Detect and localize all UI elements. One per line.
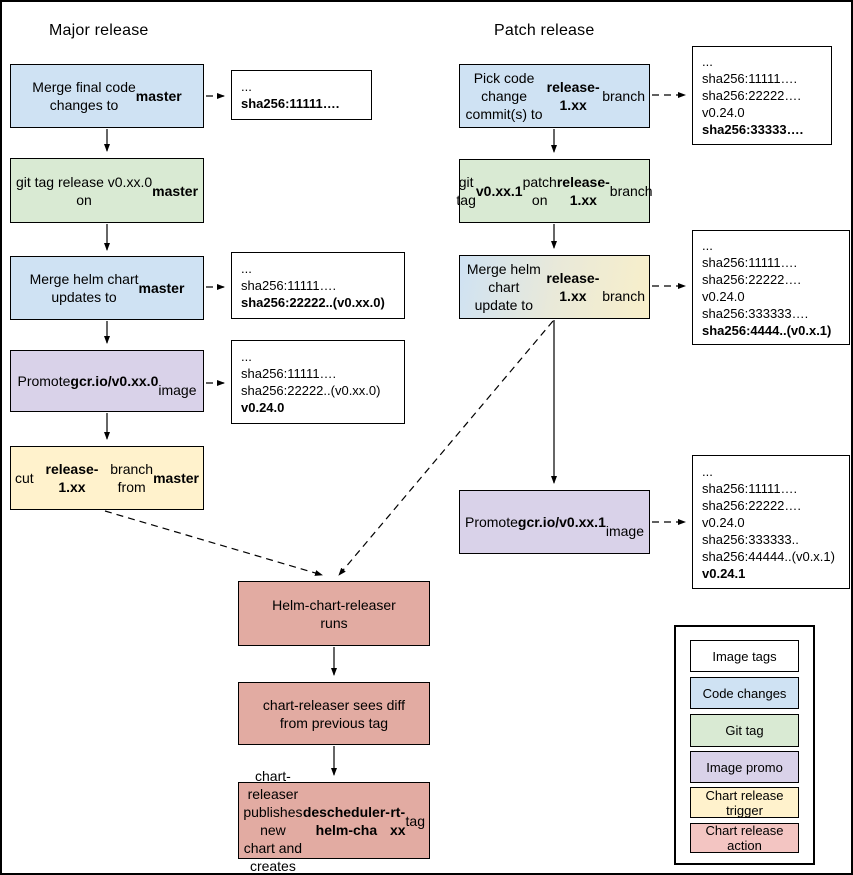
legend-item-image-tags: Image tags <box>690 640 799 672</box>
legend-item-git-tag: Git tag <box>690 714 799 747</box>
major-image-tags-box-3: ...sha256:11111….sha256:22222..(v0.xx.0)… <box>231 340 405 424</box>
legend-item-image-promo: Image promo <box>690 751 799 783</box>
major-release-title: Major release <box>49 22 149 39</box>
major-image-tags-box-2: ...sha256:11111….sha256:22222..(v0.xx.0) <box>231 252 405 319</box>
patch-release-title: Patch release <box>494 22 595 39</box>
legend-item-code-changes: Code changes <box>690 677 799 709</box>
dashed-arrow-cut-branch-to-releaser <box>104 510 323 576</box>
major-image-tags-box-1: ...sha256:11111…. <box>231 70 372 120</box>
